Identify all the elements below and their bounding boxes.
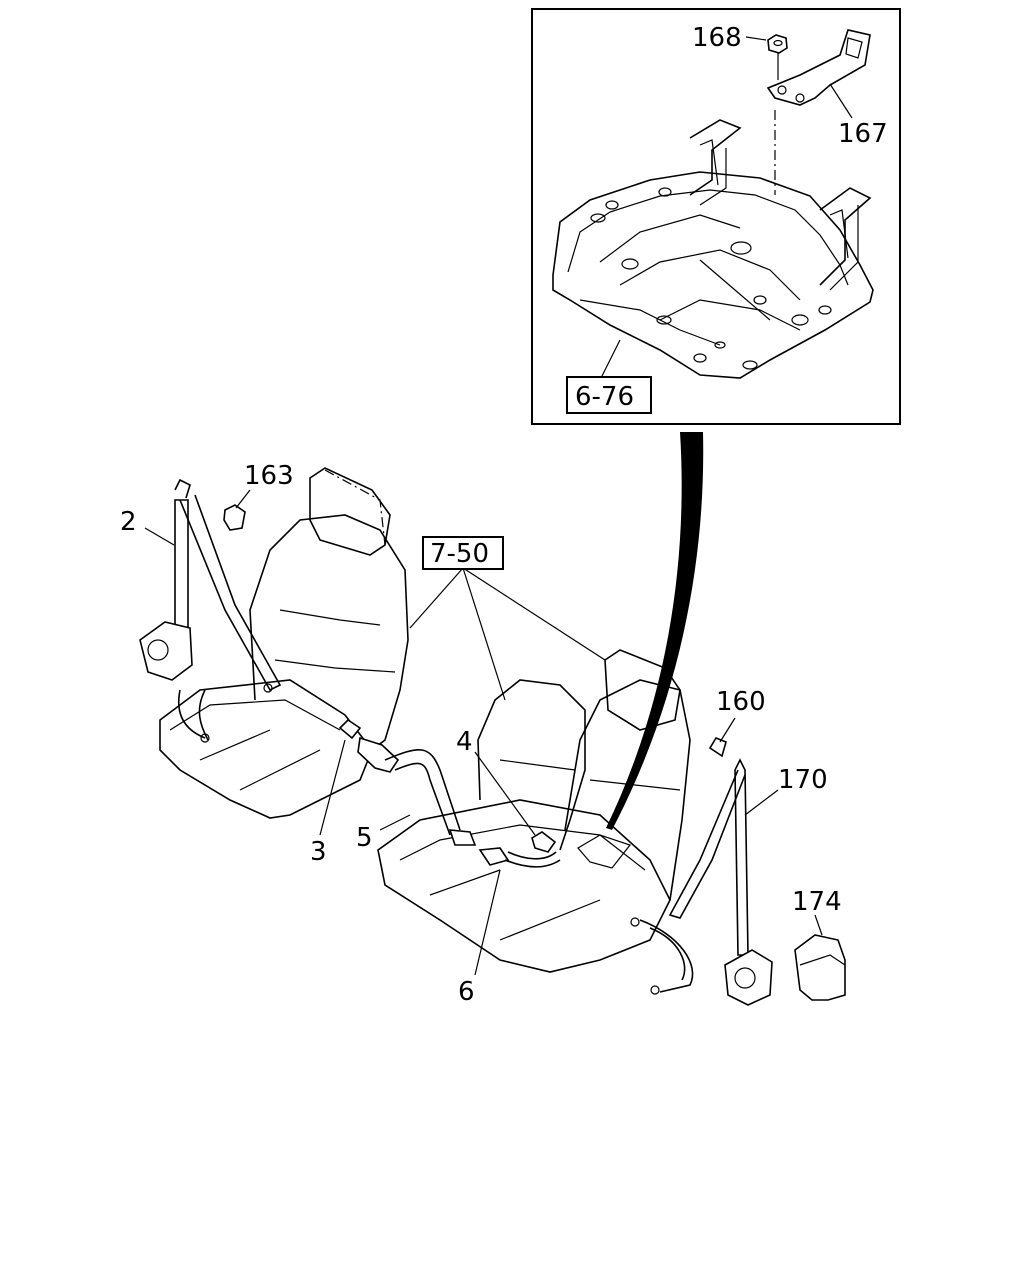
leader-4	[474, 751, 536, 836]
leader-7-50-c	[462, 567, 606, 661]
leader-7-50-b	[462, 567, 506, 701]
label-6: 6	[458, 977, 475, 1007]
ref-box-7-50	[422, 536, 504, 570]
retractor-belt-part-2	[139, 478, 282, 743]
leader-6-76	[599, 339, 621, 381]
label-168: 168	[692, 23, 742, 53]
retractor-belt-part-170	[630, 758, 773, 1006]
label-163: 163	[244, 461, 294, 491]
guide-part-160	[708, 737, 727, 758]
guide-part-163	[223, 504, 246, 531]
label-174: 174	[792, 887, 842, 917]
buckle-part-4	[531, 831, 557, 853]
nut-part-168	[767, 34, 788, 80]
ref-box-6-76	[566, 376, 652, 414]
leader-6	[474, 869, 501, 976]
leader-160	[719, 717, 736, 743]
callout-pointer	[606, 432, 704, 830]
leader-168	[745, 36, 767, 41]
cover-part-174	[794, 934, 846, 1001]
rear-seat-illustration	[377, 649, 691, 973]
inset-panel: 168 167 6-76	[531, 8, 901, 425]
label-167: 167	[838, 119, 888, 149]
leader-167	[829, 83, 853, 119]
ref-label-7-50: 7-50	[430, 539, 489, 569]
leader-170	[744, 789, 779, 816]
leader-3	[319, 739, 346, 836]
leader-163	[235, 489, 251, 509]
label-2: 2	[120, 507, 137, 537]
label-5: 5	[356, 823, 373, 853]
leader-174	[814, 914, 823, 936]
ref-label-6-76: 6-76	[575, 382, 634, 412]
leader-7-50-a	[409, 567, 464, 629]
floor-pan-illustration	[552, 119, 874, 379]
leader-5	[379, 814, 411, 831]
buckle-part-3	[338, 718, 400, 773]
label-3: 3	[310, 837, 327, 867]
label-160: 160	[716, 687, 766, 717]
label-170: 170	[778, 765, 828, 795]
anchor-plate	[577, 834, 631, 869]
front-seat-illustration	[159, 467, 409, 819]
label-4: 4	[456, 727, 473, 757]
tongue-part-6	[478, 847, 561, 868]
bracket-part-167	[766, 29, 871, 106]
lap-belt-part-5	[384, 748, 477, 846]
leader-2	[144, 527, 175, 546]
